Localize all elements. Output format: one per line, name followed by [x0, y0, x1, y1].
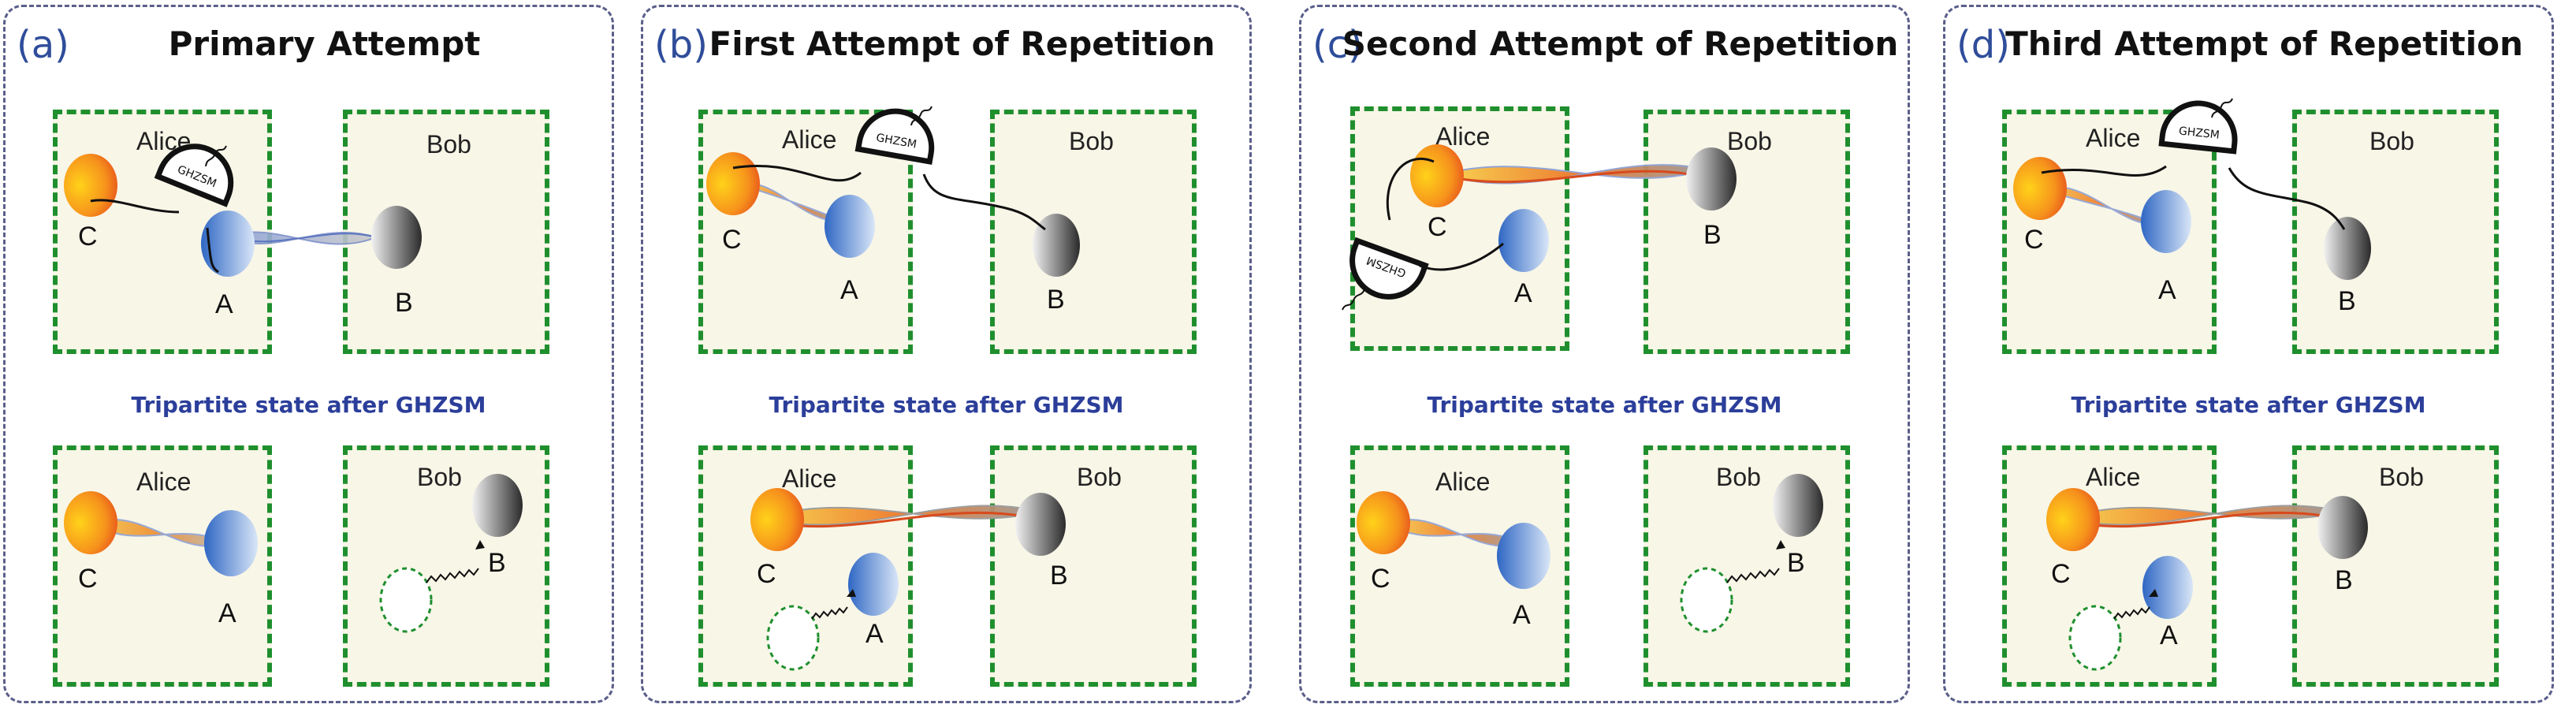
qubit-c	[2013, 157, 2067, 220]
label-a: A	[218, 598, 236, 628]
alice-label: Alice	[782, 464, 837, 493]
label-b: B	[1787, 548, 1805, 578]
qubit-b	[1033, 214, 1080, 277]
empty-site	[766, 605, 820, 671]
label-a: A	[2160, 620, 2178, 650]
qubit-a	[2141, 190, 2191, 253]
ghzsm-detector-icon: GHZSM	[2158, 100, 2238, 155]
ghzsm-detector-icon: GHZSM	[154, 143, 234, 207]
panel-b-graphics: GHZSM C A B C A B	[706, 106, 1080, 671]
qubit-b	[2317, 496, 2368, 559]
qubit-c	[64, 491, 117, 554]
label-b: B	[1703, 220, 1722, 250]
qubit-a	[825, 195, 875, 258]
caption: Tripartite state after GHZSM	[131, 392, 486, 418]
label-b: B	[1050, 561, 1068, 591]
label-c: C	[2024, 225, 2044, 255]
qubit-a	[201, 211, 255, 277]
qubit-a	[1498, 209, 1549, 272]
caption: Tripartite state after GHZSM	[2071, 392, 2426, 418]
bob-box-top: Bob	[2292, 110, 2499, 354]
panel-a-graphics: GHZSM C A B C A B	[64, 143, 523, 633]
label-b: B	[2338, 286, 2356, 316]
bob-label: Bob	[1077, 463, 1122, 491]
panel-letter: (a)	[17, 23, 69, 67]
qubit-c	[64, 154, 117, 217]
qubit-c	[750, 488, 804, 551]
label-c: C	[757, 559, 776, 589]
bob-box-bottom: Bob	[2292, 445, 2499, 687]
panel-letter: (d)	[1956, 23, 2010, 67]
qubit-a	[1497, 523, 1550, 589]
bob-label: Bob	[1727, 127, 1772, 155]
label-c: C	[2051, 559, 2071, 589]
label-a: A	[840, 275, 858, 305]
qubit-b	[2324, 217, 2371, 280]
panel-title: Third Attempt of Repetition	[2005, 24, 2523, 63]
qubit-a	[204, 510, 258, 576]
empty-site	[1680, 567, 1733, 633]
alice-label: Alice	[136, 468, 192, 496]
bob-box-top: Bob	[1644, 110, 1850, 354]
bob-label: Bob	[1716, 463, 1761, 491]
label-b: B	[488, 548, 506, 578]
bob-label: Bob	[426, 130, 471, 158]
panel-c-graphics: GHZSM C A B C A B	[1342, 144, 1823, 633]
alice-label: Alice	[2086, 124, 2141, 152]
bob-label: Bob	[2379, 463, 2424, 491]
alice-label: Alice	[2086, 463, 2141, 491]
panel-title: Second Attempt of Repetition	[1342, 24, 1899, 63]
panel-a: (a) Primary Attempt Alice Bob Tripartite…	[3, 5, 614, 703]
panel-title: Primary Attempt	[168, 24, 481, 63]
alice-box-top: Alice	[698, 110, 913, 354]
entanglement-cb	[2060, 505, 2343, 526]
empty-site	[2068, 605, 2122, 671]
ghzsm-detector-icon: GHZSM	[854, 108, 935, 166]
bob-box-top: Bob	[990, 110, 1197, 354]
label-b: B	[1047, 285, 1065, 315]
label-b: B	[395, 288, 413, 318]
label-c: C	[78, 564, 98, 594]
qubit-b	[472, 474, 523, 537]
alice-label: Alice	[1435, 468, 1491, 496]
qubit-b	[1686, 147, 1737, 211]
qubit-b	[1773, 474, 1823, 537]
bob-box-bottom: Bob	[990, 445, 1197, 687]
caption: Tripartite state after GHZSM	[1427, 392, 1782, 418]
qubit-b	[1015, 493, 1066, 556]
label-a: A	[1514, 278, 1532, 308]
qubit-a	[2142, 556, 2193, 619]
panel-title: First Attempt of Repetition	[709, 24, 1215, 63]
panel-b: (b) First Attempt of Repetition Alice Bo…	[641, 5, 1252, 703]
ghzsm-detector-icon: GHZSM	[1349, 237, 1429, 300]
caption: Tripartite state after GHZSM	[769, 392, 1124, 418]
label-c: C	[722, 225, 742, 255]
panel-d-graphics: GHZSM C A B C A B	[2013, 98, 2371, 671]
label-a: A	[2158, 275, 2176, 305]
svg-text:GHZSM: GHZSM	[2178, 125, 2220, 141]
panel-letter: (b)	[654, 23, 708, 67]
label-a: A	[215, 289, 233, 319]
label-b: B	[2335, 565, 2353, 595]
panel-letter: (c)	[1312, 23, 1363, 67]
label-c: C	[1371, 564, 1390, 594]
empty-site	[379, 567, 433, 633]
qubit-b	[371, 206, 422, 269]
qubit-a	[848, 553, 899, 616]
label-c: C	[78, 222, 98, 252]
bob-label: Bob	[417, 463, 462, 491]
qubit-c	[1410, 144, 1464, 207]
bob-label: Bob	[2369, 127, 2414, 155]
bob-label: Bob	[1069, 127, 1114, 155]
qubit-c	[2046, 488, 2100, 551]
panel-d: (d) Third Attempt of Repetition Alice Bo…	[1943, 5, 2554, 703]
qubit-c	[706, 152, 760, 215]
label-c: C	[1428, 212, 1447, 242]
bob-box-bottom: Bob	[1644, 445, 1850, 687]
panel-c: (c) Second Attempt of Repetition Alice B…	[1299, 5, 1910, 703]
alice-label: Alice	[782, 125, 837, 154]
qubit-c	[1357, 491, 1410, 554]
label-a: A	[1513, 600, 1531, 630]
label-a: A	[865, 619, 884, 649]
